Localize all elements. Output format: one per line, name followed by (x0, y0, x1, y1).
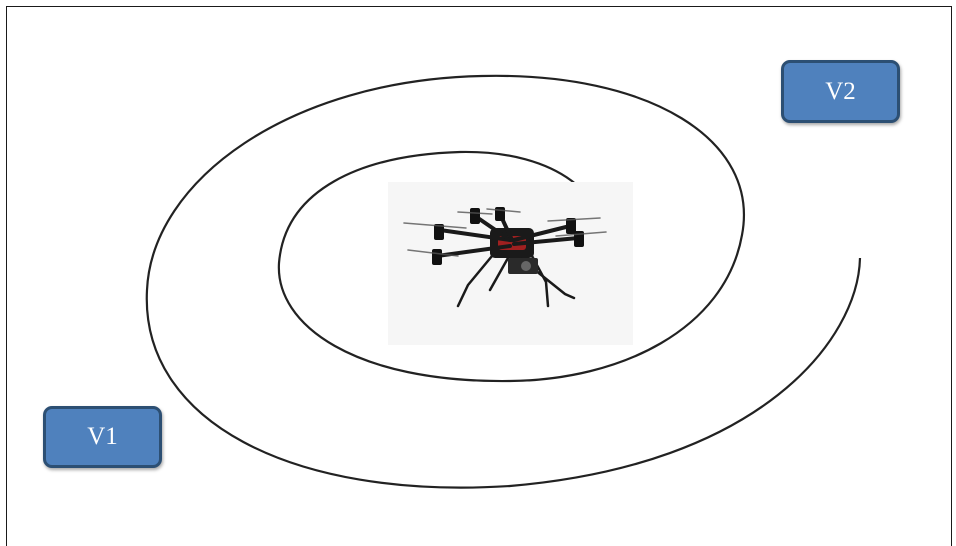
v2-label-box: V2 (781, 60, 900, 123)
hexacopter-drone-icon (388, 182, 633, 345)
v2-label: V2 (825, 78, 856, 106)
v1-label: V1 (87, 423, 118, 451)
v1-label-box: V1 (43, 406, 162, 468)
